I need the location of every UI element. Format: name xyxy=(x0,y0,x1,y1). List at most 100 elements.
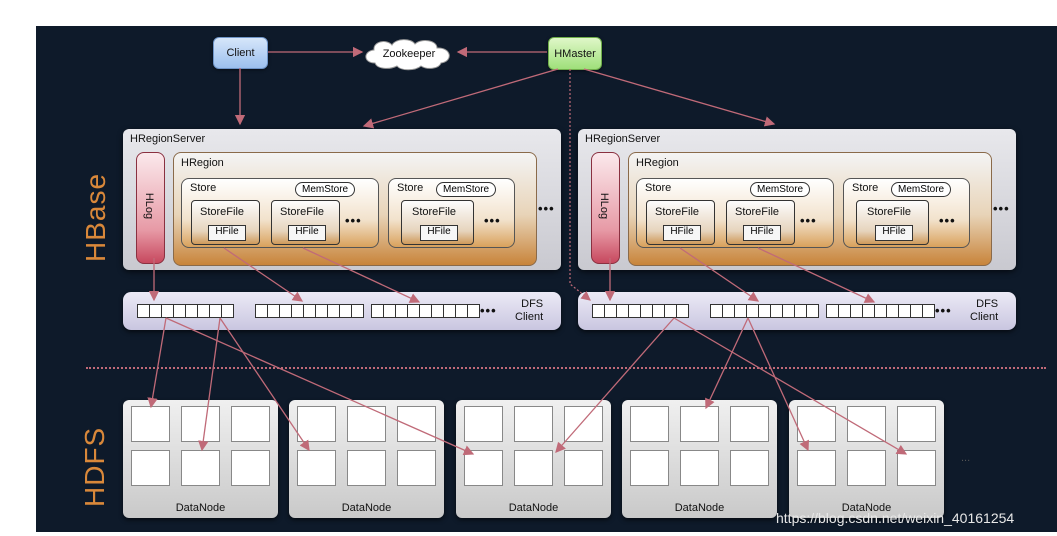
data-block xyxy=(897,406,936,442)
arrow-dfs2-to-dn3 xyxy=(555,317,675,453)
store-label: Store xyxy=(397,182,424,194)
datanode-ellipsis: ... xyxy=(961,452,971,464)
data-block xyxy=(564,450,603,486)
hfile: HFile xyxy=(875,225,913,241)
storefile-label: StoreFile xyxy=(655,206,700,218)
datanode-label: DataNode xyxy=(508,502,559,514)
storefile-label: StoreFile xyxy=(867,206,912,218)
arrow-dfs1-to-dn2 xyxy=(219,317,310,452)
arrow-dfs1-to-dn1a xyxy=(147,317,167,409)
arrow-hfile2-to-dfs xyxy=(302,247,421,303)
data-block xyxy=(181,450,220,486)
arrow-hfile4-to-dfs xyxy=(757,247,876,303)
ellipsis: ••• xyxy=(993,201,1010,216)
hfile: HFile xyxy=(288,225,326,241)
ellipsis: ••• xyxy=(345,213,362,228)
dfs-client-2: ••• DFS Client xyxy=(578,292,1016,330)
datanode-2: DataNode xyxy=(289,400,444,518)
storefile-label: StoreFile xyxy=(735,206,780,218)
store-1-2: Store MemStore StoreFile HFile ••• xyxy=(388,178,515,248)
storefile: StoreFile HFile xyxy=(191,200,260,245)
data-block xyxy=(630,406,669,442)
ellipsis: ••• xyxy=(935,303,952,318)
memstore: MemStore xyxy=(750,182,811,197)
hlog-2: HLog xyxy=(591,152,620,264)
data-block xyxy=(514,450,553,486)
ellipsis: ••• xyxy=(480,303,497,318)
hbase-hdfs-divider xyxy=(86,367,1046,369)
hregion-2: HRegion Store MemStore StoreFile HFile S… xyxy=(628,152,992,266)
data-block xyxy=(231,406,270,442)
data-block xyxy=(897,450,936,486)
storefile: StoreFile HFile xyxy=(646,200,715,245)
storefile: StoreFile HFile xyxy=(726,200,795,245)
data-block xyxy=(797,450,836,486)
arrow-hmaster-to-server1 xyxy=(362,68,559,129)
hregionserver-title: HRegionServer xyxy=(585,133,661,145)
hfile: HFile xyxy=(208,225,246,241)
arrow-hfile3-to-dfs xyxy=(679,247,760,302)
architecture-diagram: HBase HDFS Client Zookeeper HMaster HReg… xyxy=(36,26,1057,532)
data-block xyxy=(297,406,336,442)
data-block xyxy=(730,406,769,442)
dfs-blocks-2c xyxy=(826,304,935,318)
data-block xyxy=(514,406,553,442)
dfs-blocks-2b xyxy=(710,304,819,318)
connection-arrows xyxy=(147,46,908,456)
store-2-1: Store MemStore StoreFile HFile StoreFile… xyxy=(636,178,834,248)
data-block xyxy=(680,406,719,442)
client-node: Client xyxy=(213,37,268,69)
memstore: MemStore xyxy=(891,182,952,197)
data-block xyxy=(397,406,436,442)
datanode-label: DataNode xyxy=(175,502,226,514)
dfs-block-cell xyxy=(676,304,689,318)
datanode-1: DataNode xyxy=(123,400,278,518)
store-label: Store xyxy=(190,182,217,194)
dfs-blocks-1c xyxy=(371,304,480,318)
dfs-blocks-1a xyxy=(137,304,234,318)
zookeeper-cloud: Zookeeper xyxy=(361,37,457,71)
hregionserver-1: HRegionServer HLog HRegion Store MemStor… xyxy=(123,129,561,270)
hmaster-node: HMaster xyxy=(548,37,602,70)
data-block xyxy=(131,450,170,486)
data-block xyxy=(131,406,170,442)
dfs-block-cell xyxy=(922,304,935,318)
hlog-1: HLog xyxy=(136,152,165,264)
data-block xyxy=(564,406,603,442)
dfs-client-1: ••• DFS Client xyxy=(123,292,561,330)
datanode-label: DataNode xyxy=(841,502,892,514)
dfs-block-cell xyxy=(467,304,480,318)
ellipsis: ••• xyxy=(939,213,956,228)
dfs-block-cell xyxy=(221,304,234,318)
datanode-label: DataNode xyxy=(674,502,725,514)
hregionserver-2: HRegionServer HLog HRegion Store MemStor… xyxy=(578,129,1016,270)
data-block xyxy=(630,450,669,486)
datanode-label: DataNode xyxy=(341,502,392,514)
store-label: Store xyxy=(645,182,672,194)
dfs-blocks-2a xyxy=(592,304,689,318)
hregion-1: HRegion Store MemStore StoreFile HFile S… xyxy=(173,152,537,266)
storefile: StoreFile HFile xyxy=(271,200,340,245)
storefile-label: StoreFile xyxy=(412,206,457,218)
arrow-hmaster-to-dfs2 xyxy=(569,69,591,301)
data-block xyxy=(397,450,436,486)
dfs-client-label: DFS Client xyxy=(515,298,544,323)
arrow-hfile1-to-dfs xyxy=(223,247,304,302)
watermark: https://blog.csdn.net/weixin_40161254 xyxy=(776,510,1015,526)
zookeeper-label: Zookeeper xyxy=(382,48,436,60)
ellipsis: ••• xyxy=(800,213,817,228)
dfs-blocks-1b xyxy=(255,304,364,318)
arrow-hmaster-to-server2 xyxy=(583,68,776,127)
dfs-client-label: DFS Client xyxy=(970,298,999,323)
memstore: MemStore xyxy=(295,182,356,197)
hfile: HFile xyxy=(663,225,701,241)
storefile-label: StoreFile xyxy=(280,206,325,218)
ellipsis: ••• xyxy=(538,201,555,216)
dfs-block-cell xyxy=(806,304,819,318)
data-block xyxy=(347,450,386,486)
arrow-dfs1-to-dn3 xyxy=(165,317,475,456)
storefile-label: StoreFile xyxy=(200,206,245,218)
datanode-5: DataNode xyxy=(789,400,944,518)
hregion-label: HRegion xyxy=(636,157,679,169)
hregion-label: HRegion xyxy=(181,157,224,169)
